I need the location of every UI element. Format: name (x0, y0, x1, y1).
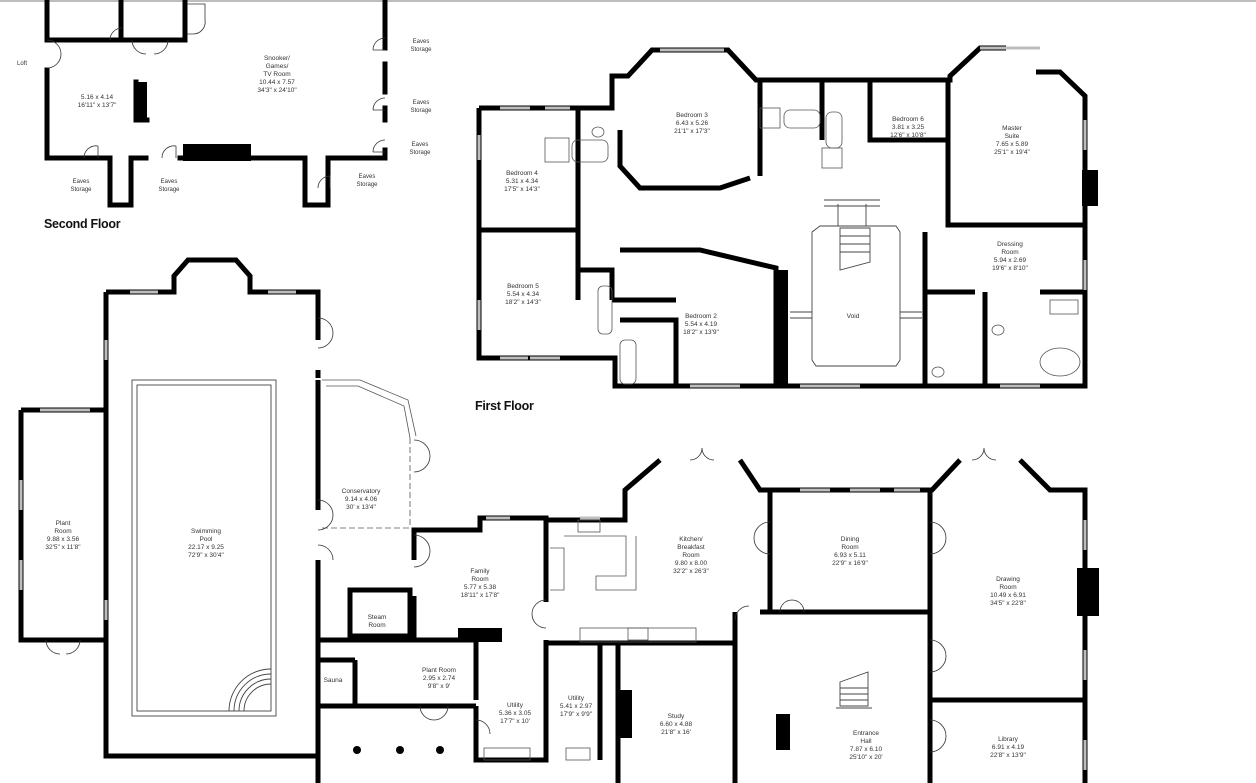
chimney-breast (458, 628, 502, 642)
annotation-eaves-storage: Eaves Storage (158, 179, 180, 193)
room-label-steam-room: Steam Room (367, 614, 387, 629)
chimney-breast (1077, 568, 1099, 616)
ground-floor-windows (19, 290, 1087, 770)
chimney-breast (776, 714, 790, 750)
conservatory-outline (322, 379, 417, 529)
annotation-loft: Loft (16, 61, 28, 67)
void-balustrade (790, 199, 922, 367)
floor-title-first: First Floor (475, 399, 534, 413)
ground-floor-doors (45, 317, 997, 753)
first-floor-windows (477, 46, 1087, 388)
floor-title-second: Second Floor (44, 217, 121, 231)
pool-outline (131, 379, 277, 717)
second-floor-doors (46, 3, 386, 189)
page-top-border (0, 0, 1256, 2)
chimney-breast (776, 270, 788, 386)
annotation-eaves-storage: Eaves Storage (409, 142, 431, 156)
room-label-sauna: Sauna (323, 677, 343, 684)
chimney-breast (1082, 170, 1098, 206)
chimney-breast (618, 690, 632, 738)
pillars (353, 746, 444, 754)
kitchen-units (483, 519, 697, 761)
chimney-breast (135, 82, 147, 122)
chimney-breast (183, 144, 251, 161)
annotation-eaves-storage: Eaves Storage (410, 39, 432, 53)
annotation-eaves-storage: Eaves Storage (356, 174, 378, 188)
annotation-eaves-storage: Eaves Storage (410, 100, 432, 114)
second-floor-walls (44, 0, 388, 208)
first-floor-sanitaryware (544, 107, 1081, 385)
room-label-void: Void (846, 313, 860, 320)
annotation-eaves-storage: Eaves Storage (70, 179, 92, 193)
entrance-stairs (836, 671, 872, 709)
